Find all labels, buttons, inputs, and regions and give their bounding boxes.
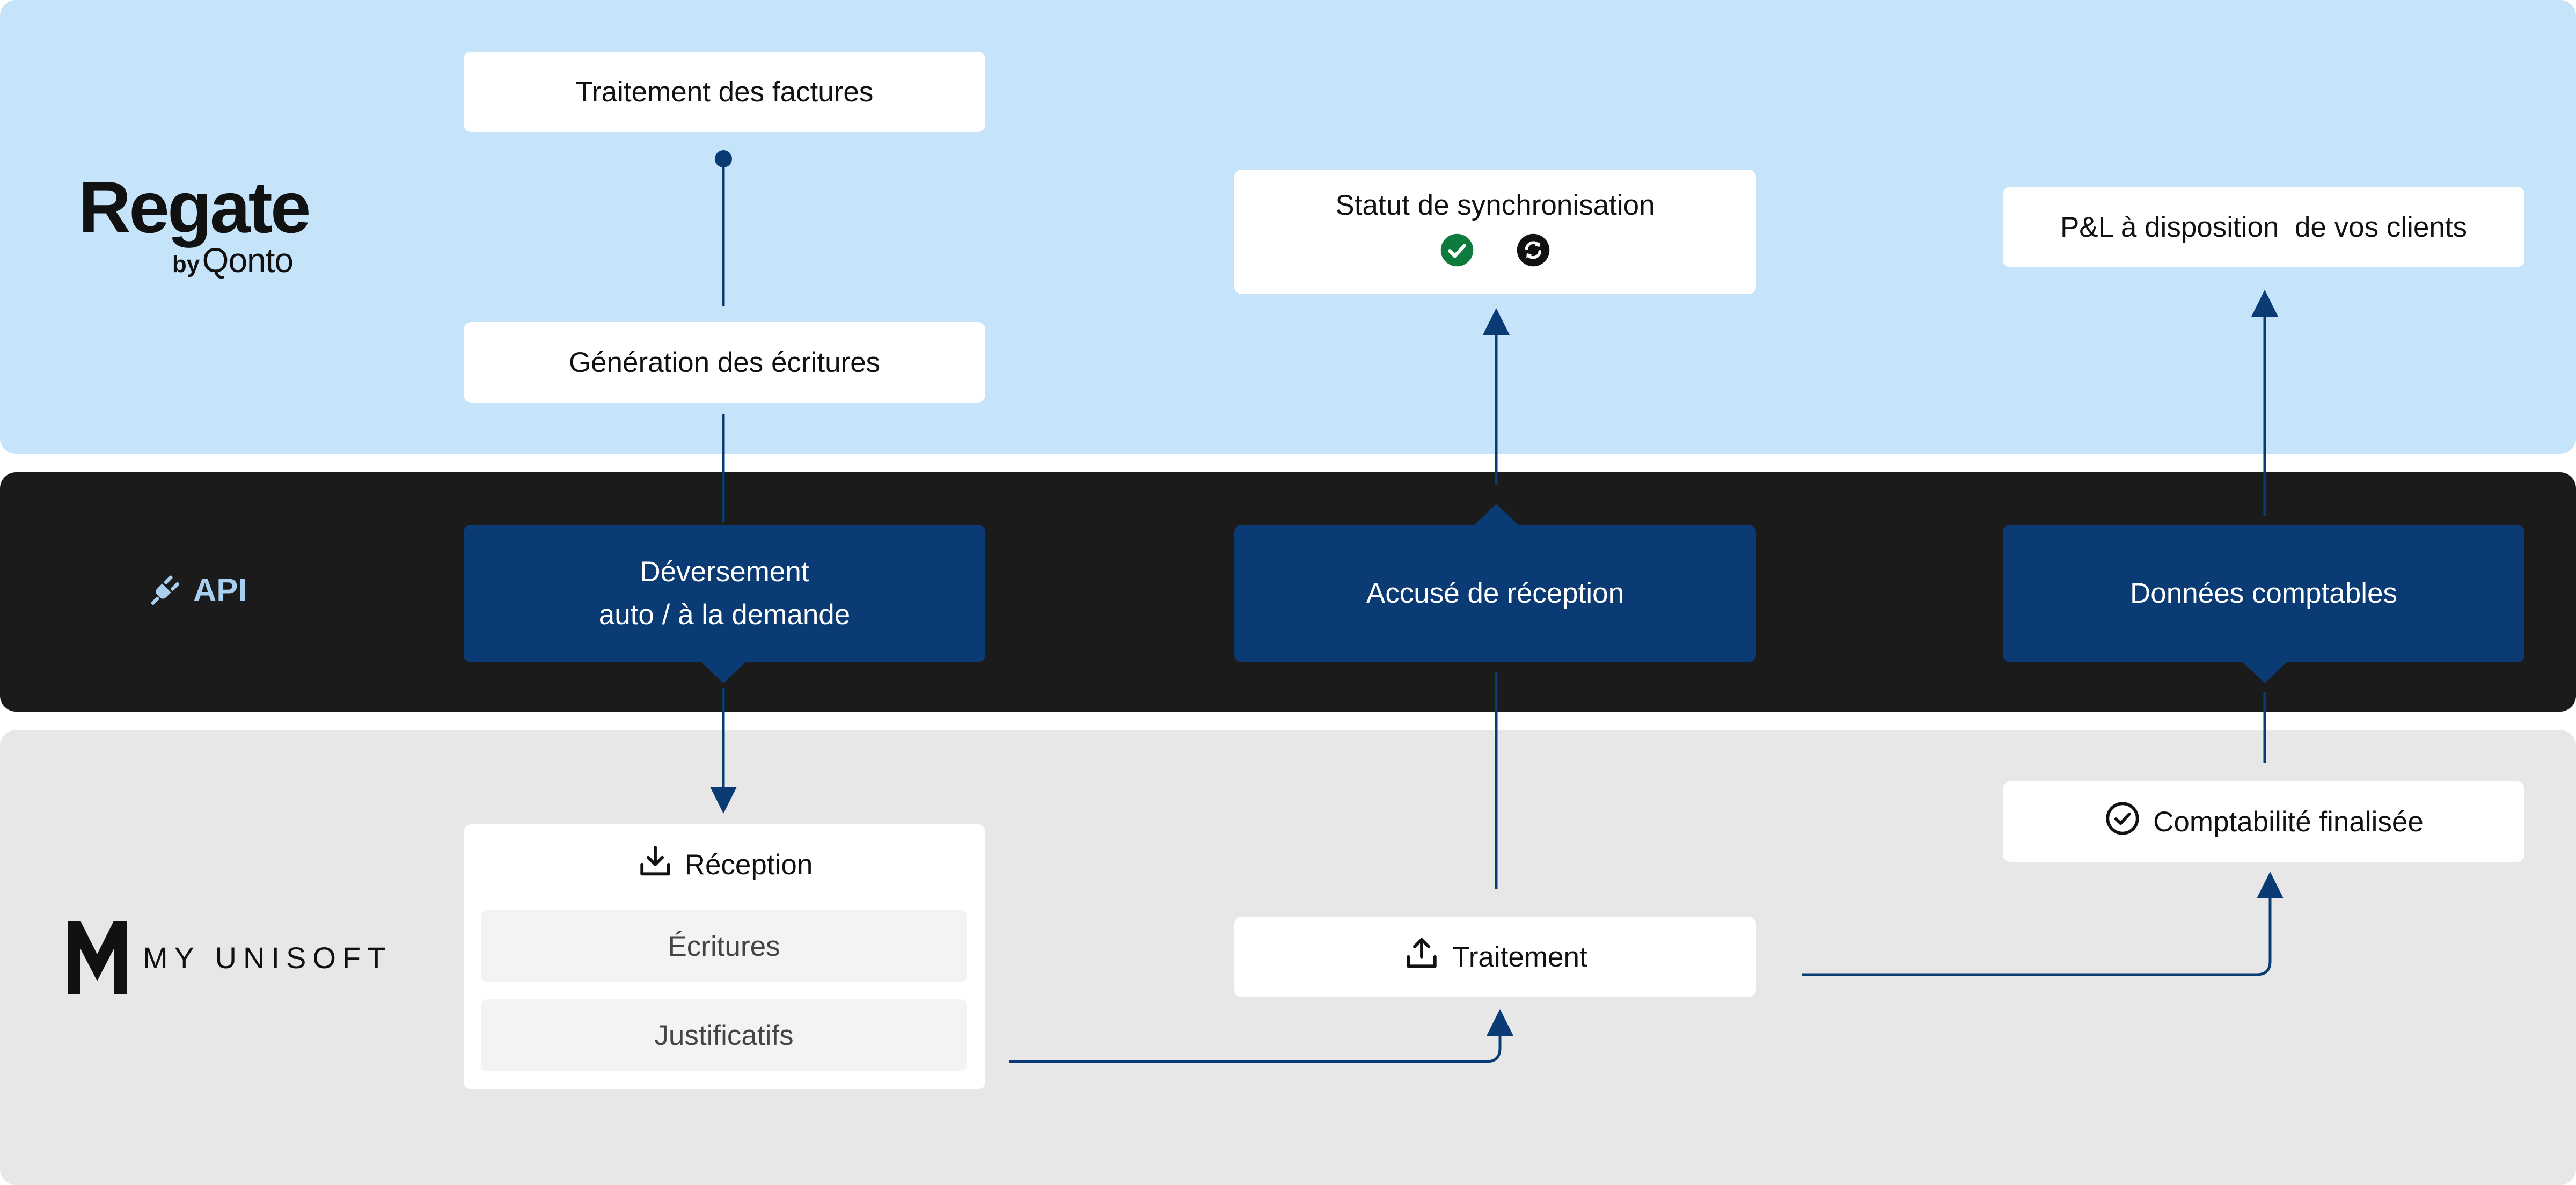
- regate-logo: Regate by Qonto: [78, 166, 325, 280]
- reception-label: Réception: [684, 848, 813, 881]
- accounting-done-content: Comptabilité finalisée: [2104, 800, 2424, 844]
- entries-generation-box: Génération des écritures: [464, 322, 985, 403]
- transfer-box: Déversement auto / à la demande: [464, 525, 985, 662]
- acknowledgement-box: Accusé de réception: [1234, 525, 1756, 662]
- transfer-label-line1: Déversement: [640, 556, 809, 588]
- regate-logo-sub: by Qonto: [172, 240, 294, 280]
- pl-available-label: P&L à disposition de vos clients: [2060, 211, 2468, 243]
- invoice-processing-box: Traitement des factures: [464, 52, 985, 132]
- myunisoft-logo: MY UNISOFT: [68, 921, 392, 994]
- transfer-label-line2: auto / à la demande: [598, 599, 851, 631]
- regate-logo-name: Regate: [78, 166, 311, 248]
- api-label: API: [193, 572, 247, 608]
- invoice-processing-label: Traitement des factures: [575, 76, 874, 108]
- reception-box: Réception Écritures Justificatifs: [464, 824, 985, 1089]
- sync-status-box: Statut de synchronisation: [1234, 170, 1756, 294]
- plug-icon: [148, 571, 184, 609]
- upload-tray-icon: [1403, 935, 1440, 979]
- accounting-done-label: Comptabilité finalisée: [2153, 806, 2424, 838]
- processing-label: Traitement: [1452, 941, 1587, 973]
- check-circle-icon: [1439, 232, 1475, 275]
- myunisoft-logo-text: MY UNISOFT: [143, 940, 392, 975]
- sync-status-label: Statut de synchronisation: [1335, 189, 1655, 221]
- accounting-data-label: Données comptables: [2130, 577, 2397, 609]
- acknowledgement-label: Accusé de réception: [1366, 577, 1624, 609]
- reception-header: Réception: [464, 840, 985, 889]
- qonto-logo-text: Qonto: [202, 241, 294, 280]
- sync-icon: [1516, 232, 1551, 275]
- regate-logo-sub-prefix: by: [172, 251, 200, 277]
- reception-item-entries: Écritures: [481, 910, 967, 982]
- download-tray-icon: [636, 843, 674, 887]
- entries-generation-label: Génération des écritures: [568, 346, 881, 378]
- accounting-data-box: Données comptables: [2003, 525, 2524, 662]
- processing-content: Traitement: [1403, 935, 1587, 979]
- accounting-done-box: Comptabilité finalisée: [2003, 781, 2524, 862]
- myunisoft-m-mark: [68, 921, 127, 994]
- pl-available-box: P&L à disposition de vos clients: [2003, 187, 2524, 267]
- check-circle-outline-icon: [2104, 800, 2141, 844]
- api-label-group: API: [148, 571, 247, 609]
- processing-box: Traitement: [1234, 917, 1756, 997]
- sync-status-icons: [1439, 232, 1551, 275]
- reception-item-supporting-docs: Justificatifs: [481, 999, 967, 1071]
